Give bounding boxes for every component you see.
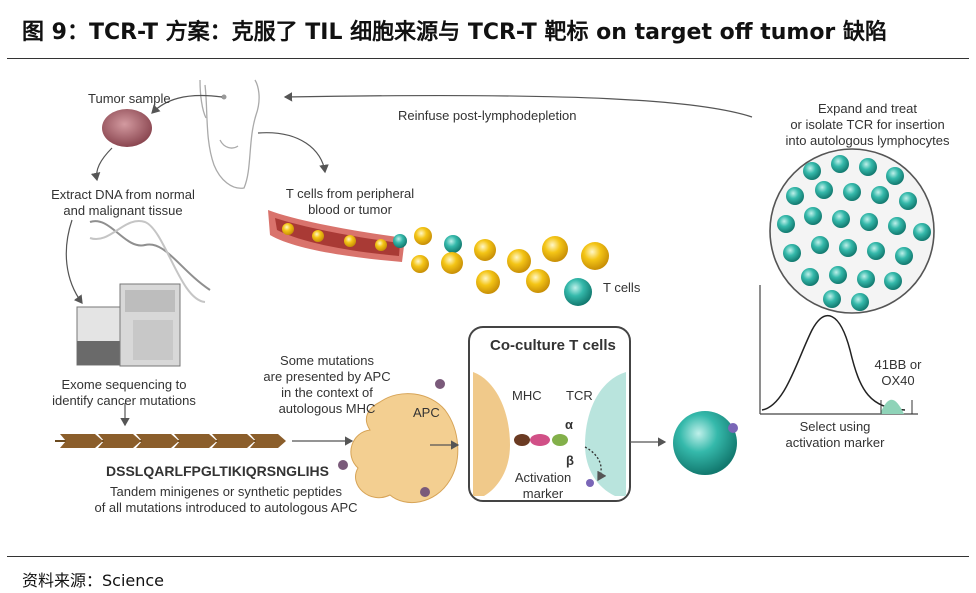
vessel-teal-cell — [393, 234, 407, 248]
source-note: 资料来源：Science — [22, 571, 165, 590]
label-beta: β — [566, 453, 574, 468]
label-coculture: Co-culture T cells — [490, 337, 616, 354]
apc-receptor — [338, 460, 348, 470]
label-41bb-ox40: 41BB or OX40 — [874, 357, 922, 388]
vessel-yellow-cell — [312, 230, 324, 242]
figure-title: 图 9：TCR-T 方案：克服了 TIL 细胞来源与 TCR-T 靶标 on t… — [22, 20, 887, 45]
dish-cells — [777, 155, 931, 311]
flow-plot — [759, 285, 918, 415]
patient-figure — [199, 79, 260, 189]
label-reinfuse: Reinfuse post-lymphodepletion — [398, 108, 577, 123]
peptide-mhc — [530, 434, 550, 446]
label-tandem: Tandem minigenes or synthetic peptides o… — [94, 484, 358, 515]
vessel-yellow-cell — [344, 235, 356, 247]
label-mhc: MHC — [512, 388, 542, 403]
minigene-bar — [55, 434, 286, 448]
label-tcr: TCR — [566, 388, 593, 403]
exome-sequencer — [76, 283, 181, 367]
activation-marker-dot — [586, 479, 594, 487]
label-activation: Activation marker — [514, 470, 572, 501]
label-tcells: T cells — [603, 280, 641, 295]
label-exome: Exome sequencing to identify cancer muta… — [52, 377, 196, 408]
activation-marker — [728, 423, 738, 433]
apc-receptor — [420, 487, 430, 497]
dna-helix — [89, 219, 211, 303]
vessel-yellow-cell — [282, 223, 294, 235]
top-rule — [7, 58, 969, 59]
biopsy-site — [221, 94, 227, 100]
label-select: Select using activation marker — [785, 419, 885, 450]
vessel-yellow-cell — [375, 239, 387, 251]
apc-cell — [350, 393, 459, 503]
label-alpha: α — [565, 417, 573, 432]
apc-receptor — [435, 379, 445, 389]
label-apc: APC — [413, 405, 440, 420]
label-expand: Expand and treat or isolate TCR for inse… — [785, 101, 950, 148]
label-some-mutations: Some mutations are presented by APC in t… — [263, 353, 391, 416]
label-tcells-source: T cells from peripheral blood or tumor — [285, 186, 415, 217]
label-extract: Extract DNA from normal and malignant ti… — [51, 187, 195, 218]
activated-t-cell — [673, 411, 737, 475]
tumor-sample-blob — [102, 109, 152, 147]
bottom-rule — [7, 556, 969, 557]
t-cell-cluster — [411, 227, 609, 306]
label-peptide: DSSLQARLFPGLTIKIQRSNGLIHS — [106, 463, 329, 479]
blood-vessel — [268, 210, 405, 262]
label-tumor-sample: Tumor sample — [88, 91, 171, 106]
expansion-dish — [769, 148, 935, 314]
